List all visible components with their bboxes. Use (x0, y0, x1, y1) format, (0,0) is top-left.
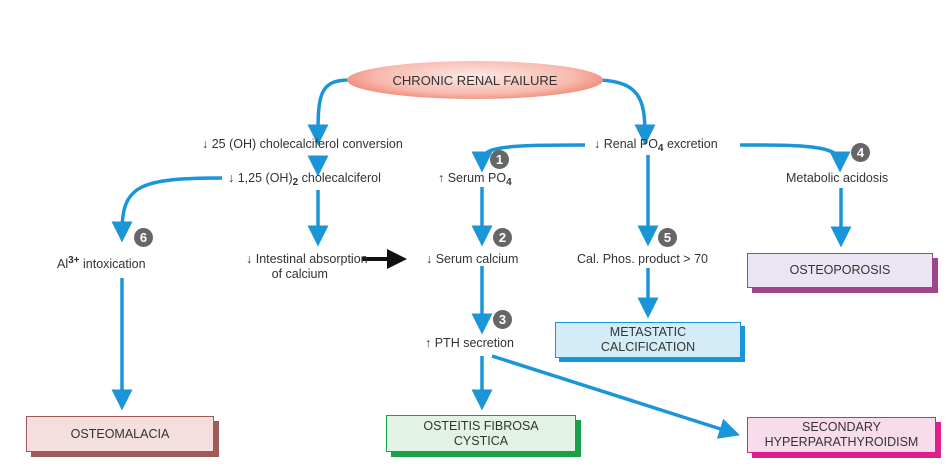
intestinal-line1: ↓ Intestinal absorption (246, 252, 368, 266)
step-badge-3: 3 (493, 310, 512, 329)
step-badge-6: 6 (134, 228, 153, 247)
renal-po4-label: ↓ Renal PO4 excretion (594, 137, 718, 156)
osteitis-line2: CYSTICA (453, 433, 509, 448)
intestinal-line2: of calcium (271, 267, 328, 281)
osteoporosis-box: OSTEOPOROSIS (747, 253, 933, 288)
serum-po4-subscript: 4 (506, 177, 512, 188)
metastatic-line1: METASTATIC (609, 325, 687, 339)
hyperpara-line2: HYPERPARATHYROIDISM (764, 435, 919, 449)
al-superscript: 3+ (68, 255, 80, 266)
renal-po4-text: ↓ Renal PO (594, 137, 658, 151)
step-badge-1: 1 (490, 150, 509, 169)
pth-text: ↑ PTH secretion (425, 336, 514, 350)
secondary-hyperparathyroidism-box: SECONDARY HYPERPARATHYROIDISM (747, 417, 936, 453)
serum-calcium-text: ↓ Serum calcium (426, 252, 519, 266)
calcitriol-subscript: 2 (292, 177, 299, 188)
al-intox-text: intoxication (79, 257, 146, 271)
arrow-crf-to-renal (599, 78, 656, 146)
serum-calcium-label: ↓ Serum calcium (426, 252, 518, 267)
step-badge-5: 5 (658, 228, 677, 247)
step-badge-4: 4 (851, 143, 870, 162)
crf-title: CHRONIC RENAL FAILURE (392, 72, 558, 88)
osteitis-line1: OSTEITIS FIBROSA (423, 418, 539, 433)
metabolic-acidosis-text: Metabolic acidosis (786, 171, 889, 185)
arrow-pth-to-hyperpara (491, 354, 741, 439)
cal-phos-label: Cal. Phos. product > 70 (577, 252, 708, 267)
al-intoxication-label: Al3+ intoxication (57, 253, 146, 272)
calcitriol-text: 1,25 (OH) (237, 171, 293, 185)
serum-po4-text: ↑ Serum PO (438, 171, 507, 185)
down-arrow-glyph: ↓ (228, 171, 235, 185)
arrow-renal-to-acidosis (739, 143, 851, 173)
serum-po4-label: ↑ Serum PO4 (438, 171, 512, 190)
metastatic-calcification-box: METASTATIC CALCIFICATION (555, 322, 741, 358)
renal-po4-subscript: 4 (657, 143, 664, 154)
metabolic-acidosis-label: Metabolic acidosis (786, 171, 888, 186)
hyperpara-line1: SECONDARY (802, 420, 881, 434)
calcitriol-text-end: cholecalciferol (298, 171, 381, 185)
metastatic-line2: CALCIFICATION (600, 340, 696, 354)
down-arrow-glyph: ↓ (202, 137, 209, 151)
al-text: Al (57, 257, 69, 271)
chronic-renal-failure-node: CHRONIC RENAL FAILURE (347, 61, 603, 99)
osteoporosis-label: OSTEOPOROSIS (789, 263, 891, 277)
vitd-conversion-text: 25 (OH) cholecalciferol conversion (211, 137, 403, 151)
arrow-renal-to-serumpo4 (471, 143, 586, 173)
vitd-conversion-label: ↓ 25 (OH) cholecalciferol conversion (202, 137, 403, 152)
osteitis-fibrosa-cystica-box: OSTEITIS FIBROSA CYSTICA (386, 415, 576, 452)
arrow-calcitriol-to-al (111, 176, 223, 243)
step-badge-2: 2 (493, 228, 512, 247)
osteomalacia-box: OSTEOMALACIA (26, 416, 214, 452)
osteomalacia-label: OSTEOMALACIA (70, 426, 170, 441)
arrow-crf-to-vitd (307, 78, 350, 146)
renal-po4-text-end: excretion (663, 137, 718, 151)
pth-secretion-label: ↑ PTH secretion (425, 336, 514, 351)
intestinal-absorption-label: ↓ Intestinal absorption of calcium (246, 252, 368, 282)
calcitriol-label: ↓ 1,25 (OH)2 cholecalciferol (228, 171, 381, 190)
cal-phos-text: Cal. Phos. product > 70 (577, 252, 708, 266)
